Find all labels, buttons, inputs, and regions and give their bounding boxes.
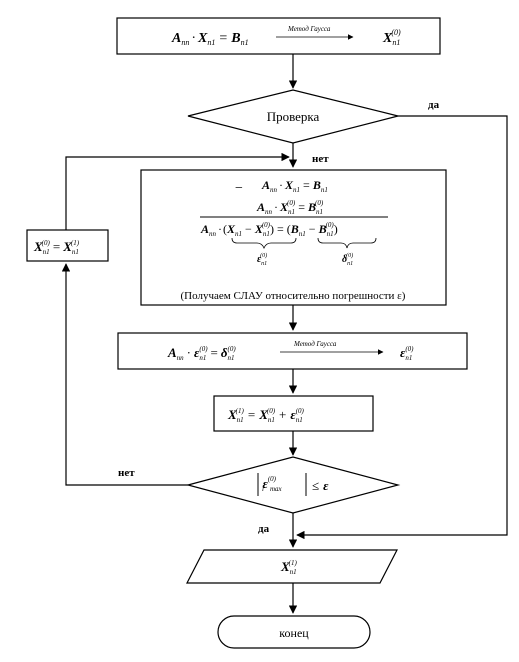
convergence-no-path [61, 263, 188, 486]
error-equation: Ann·εn1(0)=δn1(0) [167, 345, 236, 362]
block1-result: Xn1(0) [382, 28, 401, 47]
check-yes-label: да [428, 99, 440, 111]
output-block: Xn1(1) [186, 549, 398, 584]
update-block: Xn1(1)=Xn1(0)+εn1(0) [213, 395, 374, 432]
block1-method-label: Метод Гаусса [287, 25, 331, 33]
end-terminator: конец [217, 615, 371, 649]
reassign-block: Xn1(0)=Xn1(1) [26, 229, 109, 262]
underbrace-left-label: εn1(0) [257, 252, 267, 267]
end-label: конец [279, 626, 309, 640]
derivation-caption: (Получаем СЛАУ относительно погрешности … [181, 290, 406, 302]
derivation-row3: Ann·(Xn1−Xn1(0))=(Bn1−Bn1(0)) [200, 221, 338, 238]
underbrace-right [317, 237, 377, 249]
error-method-label: Метод Гаусса [293, 340, 337, 348]
derivation-row2: Ann·Xn1(0)=Bn1(0) [256, 199, 324, 216]
convergence-yes-label: да [258, 523, 270, 535]
derivation-row1: Ann·Xn1=Bn1 [261, 178, 328, 194]
derivation-box: − Ann·Xn1=Bn1 Ann·Xn1(0)=Bn1(0) Ann·(Xn1… [140, 169, 447, 306]
check-decision: Проверка [187, 89, 399, 144]
update-equation: Xn1(1)=Xn1(0)+εn1(0) [227, 407, 305, 424]
error-solve-block: Ann·εn1(0)=δn1(0) Метод Гаусса εn1(0) [117, 332, 468, 370]
reassign-equation: Xn1(0)=Xn1(1) [33, 239, 80, 256]
check-no-label: нет [312, 153, 329, 165]
initial-solve-block: Ann·Xn1=Bn1 Метод Гаусса Xn1(0) [116, 17, 441, 55]
check-yes-path [296, 115, 508, 540]
block1-equation: Ann·Xn1=Bn1 [171, 31, 249, 47]
convergence-no-label: нет [118, 467, 135, 479]
loop-return-path [65, 152, 290, 230]
error-result: εn1(0) [400, 345, 414, 362]
underbrace-right-label: δn1(0) [342, 252, 353, 267]
check-label: Проверка [267, 109, 320, 124]
underbrace-left [231, 237, 297, 250]
output-value: Xn1(1) [280, 559, 298, 576]
convergence-rhs: ≤ε [312, 478, 329, 493]
derivation-minus: − [235, 181, 243, 196]
